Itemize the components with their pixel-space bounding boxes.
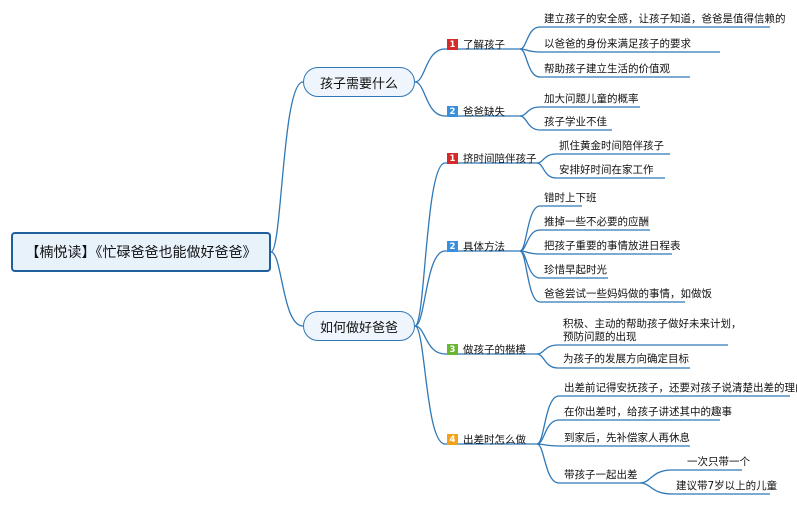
branch-link (414, 48, 446, 83)
leaf-node[interactable]: 带孩子一起出差 (564, 469, 638, 481)
leaf-node[interactable]: 错时上下班 (544, 192, 597, 204)
root-link (270, 251, 304, 327)
connector-line (519, 205, 541, 252)
leaf-node[interactable]: 建立孩子的安全感，让孩子知道，爸爸是值得信赖的 (544, 13, 786, 25)
leaf-node[interactable]: 建议带7岁以上的儿童 (676, 480, 778, 492)
connector-line (519, 229, 541, 252)
branch-label: 孩子需要什么 (319, 76, 398, 92)
leaf-node[interactable]: 珍惜早起时光 (544, 264, 607, 276)
priority-2-icon: 2 (447, 106, 458, 117)
subtopic-label: 了解孩子 (463, 39, 505, 51)
leaf-node[interactable]: 帮助孩子建立生活的价值观 (544, 63, 670, 75)
leaf-line: 预防问题的出现 (563, 331, 637, 343)
branch-how-to-be-good-dad[interactable]: 如何做好爸爸 (303, 311, 415, 341)
leaf-node[interactable]: 爸爸尝试一些妈妈做的事情，如做饭 (544, 288, 712, 300)
connector-line (519, 250, 541, 303)
leaf-node[interactable]: 出差前记得安抚孩子，还要对孩子说清楚出差的理由 (564, 382, 797, 394)
connector-line (519, 106, 541, 117)
connector-line (536, 443, 560, 484)
branch-link (414, 81, 446, 117)
leaf-node[interactable]: 加大问题儿童的概率 (544, 93, 639, 105)
connector-line (536, 353, 559, 369)
leaf-node[interactable]: 把孩子重要的事情放进日程表 (544, 240, 681, 252)
subtopic-label: 做孩子的楷模 (463, 344, 526, 356)
branch-label: 如何做好爸爸 (319, 320, 398, 336)
connector-line (519, 48, 541, 78)
branch-link (414, 325, 446, 355)
subtopic-methods[interactable]: 2 具体方法 (447, 239, 505, 254)
root-topic[interactable]: 【楠悦读】《忙碌爸爸也能做好爸爸》 (11, 232, 271, 272)
branch-link (414, 250, 446, 327)
leaf-node[interactable]: 推掉一些不必要的应酬 (544, 216, 649, 228)
connector-line (519, 26, 541, 50)
leaf-node[interactable]: 孩子学业不佳 (544, 116, 607, 128)
leaf-node[interactable]: 在你出差时，给孩子讲述其中的趣事 (564, 406, 732, 418)
subtopic-label: 具体方法 (463, 241, 505, 253)
subtopic-understand-child[interactable]: 1 了解孩子 (447, 37, 505, 52)
priority-2-icon: 2 (447, 241, 458, 252)
branch-link (414, 325, 446, 445)
connector-line (536, 344, 559, 355)
subtopic-label: 爸爸缺失 (463, 106, 505, 118)
leaf-node[interactable]: 到家后，先补偿家人再休息 (564, 432, 690, 444)
connector-line (536, 419, 560, 445)
subtopic-label: 出差时怎么做 (463, 434, 526, 446)
subtopic-business-trip[interactable]: 4 出差时怎么做 (447, 432, 526, 447)
branch-link (414, 162, 446, 327)
leaf-node[interactable]: 以爸爸的身份来满足孩子的要求 (544, 38, 691, 50)
connector-line (519, 115, 541, 131)
subtopic-role-model[interactable]: 3 做孩子的楷模 (447, 342, 526, 357)
leaf-node[interactable]: 为孩子的发展方向确定目标 (563, 353, 689, 365)
connector-line (536, 162, 557, 179)
branch-child-needs[interactable]: 孩子需要什么 (303, 67, 415, 97)
priority-1-icon: 1 (447, 153, 458, 164)
priority-1-icon: 1 (447, 39, 458, 50)
connector-line (639, 469, 673, 484)
connector-line (639, 482, 673, 495)
leaf-node[interactable]: 安排好时间在家工作 (559, 164, 654, 176)
leaf-line: 积极、主动的帮助孩子做好未来计划， (563, 318, 742, 330)
leaf-node[interactable]: 抓住黄金时间陪伴孩子 (559, 140, 664, 152)
root-link (270, 81, 304, 253)
priority-3-icon: 3 (447, 344, 458, 355)
subtopic-dad-absence[interactable]: 2 爸爸缺失 (447, 104, 505, 119)
leaf-node-multiline[interactable]: 积极、主动的帮助孩子做好未来计划， 预防问题的出现 (563, 318, 742, 344)
subtopic-label: 挤时间陪伴孩子 (463, 153, 537, 165)
connector-line (536, 153, 557, 164)
root-topic-label: 【楠悦读】《忙碌爸爸也能做好爸爸》 (25, 245, 257, 261)
leaf-node[interactable]: 一次只带一个 (687, 456, 750, 468)
subtopic-make-time[interactable]: 1 挤时间陪伴孩子 (447, 151, 537, 166)
priority-4-icon: 4 (447, 434, 458, 445)
